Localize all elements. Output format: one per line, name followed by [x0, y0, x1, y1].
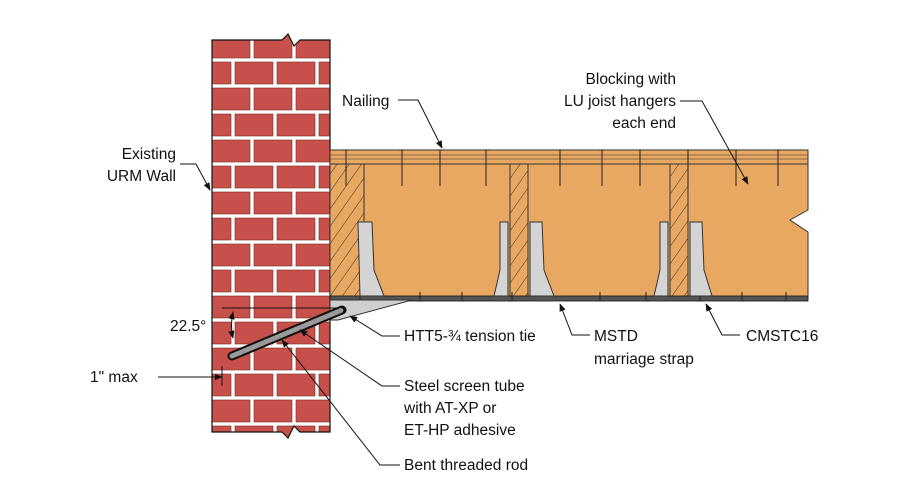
label-existing-urm-wall: Existing URM Wall — [107, 146, 176, 185]
svg-text:Existing: Existing — [122, 146, 176, 163]
brick — [318, 165, 330, 189]
nail — [732, 149, 740, 186]
strap-nail — [458, 292, 466, 302]
nail — [342, 149, 350, 186]
label-blocking: Blocking with LU joist hangers each end — [564, 71, 676, 132]
nail — [774, 149, 782, 186]
brick — [212, 87, 251, 111]
nail — [598, 149, 606, 186]
lu-joist-hangers — [357, 221, 713, 297]
brick — [295, 35, 330, 59]
bent-threaded-rod — [227, 305, 347, 361]
brick — [234, 269, 274, 293]
brick — [212, 35, 251, 59]
brick — [212, 269, 232, 293]
brick — [318, 61, 330, 85]
nail — [684, 149, 692, 186]
label-cmstc16: CMSTC16 — [746, 328, 818, 345]
brick — [276, 269, 316, 293]
brick — [253, 399, 293, 423]
joist-section-1 — [509, 163, 529, 299]
brick — [318, 269, 330, 293]
wall-outline — [211, 32, 331, 440]
strap-nail — [738, 292, 746, 302]
brick — [212, 191, 251, 215]
brick — [276, 217, 316, 241]
brick — [212, 295, 251, 319]
nailing-pattern — [342, 149, 790, 302]
brick — [212, 139, 251, 163]
label-angle: 22.5° — [170, 318, 206, 335]
label-htt5-tension-tie: HTT5-¾ tension tie — [404, 328, 536, 345]
svg-text:Steel screen tube: Steel screen tube — [404, 378, 525, 395]
brick — [295, 87, 330, 111]
joist-section-2 — [669, 163, 689, 299]
strap-nail — [782, 292, 790, 302]
brick — [318, 217, 330, 241]
cmstc16-strap — [329, 295, 809, 302]
strap-nail — [508, 292, 516, 302]
brick — [234, 373, 274, 397]
label-nailing: Nailing — [342, 93, 389, 110]
nail — [636, 149, 644, 186]
brick — [276, 113, 316, 137]
nail — [436, 149, 444, 186]
brick — [253, 139, 293, 163]
max-distance-indicator — [158, 366, 223, 386]
svg-text:LU joist hangers: LU joist hangers — [564, 93, 676, 110]
leader-lines — [180, 99, 749, 466]
brick — [253, 347, 293, 371]
brick — [318, 425, 330, 438]
nail — [398, 149, 406, 186]
brick — [212, 165, 232, 189]
brick — [253, 35, 293, 59]
brick — [253, 243, 293, 267]
brick — [295, 399, 330, 423]
svg-text:Blocking with: Blocking with — [586, 71, 676, 88]
brick — [318, 321, 330, 345]
brick — [212, 243, 251, 267]
brick — [212, 399, 251, 423]
floor-assembly — [329, 149, 809, 321]
label-1-inch-max: 1" max — [90, 369, 138, 386]
nail — [482, 149, 490, 186]
label-bent-threaded-rod: Bent threaded rod — [404, 457, 528, 474]
brick — [276, 61, 316, 85]
brick — [276, 373, 316, 397]
svg-text:URM Wall: URM Wall — [107, 168, 176, 185]
brick — [276, 165, 316, 189]
label-steel-screen-tube: Steel screen tube with AT-XP or ET-HP ad… — [403, 378, 525, 439]
brick — [318, 373, 330, 397]
brick — [234, 165, 274, 189]
brick — [295, 191, 330, 215]
brick — [253, 295, 293, 319]
strap-nail — [596, 292, 604, 302]
brick — [253, 87, 293, 111]
brick — [234, 217, 274, 241]
brick — [234, 113, 274, 137]
svg-text:MSTD: MSTD — [594, 328, 638, 345]
strap-nail — [642, 292, 650, 302]
brick — [276, 425, 316, 438]
brick — [253, 191, 293, 215]
strap-nail — [416, 292, 424, 302]
nail — [556, 149, 564, 186]
brick — [295, 243, 330, 267]
angle-indicator — [222, 307, 336, 339]
label-mstd-marriage-strap: MSTD marriage strap — [594, 328, 694, 368]
svg-text:marriage strap: marriage strap — [594, 351, 694, 368]
brick — [212, 113, 232, 137]
brick — [212, 61, 232, 85]
svg-text:with AT-XP or: with AT-XP or — [403, 400, 496, 417]
brick — [234, 425, 274, 438]
brick — [295, 139, 330, 163]
brick — [212, 217, 232, 241]
brick — [234, 61, 274, 85]
svg-text:ET-HP adhesive: ET-HP adhesive — [404, 422, 516, 439]
brick — [318, 113, 330, 137]
svg-text:each end: each end — [612, 115, 676, 132]
brick — [295, 347, 330, 371]
